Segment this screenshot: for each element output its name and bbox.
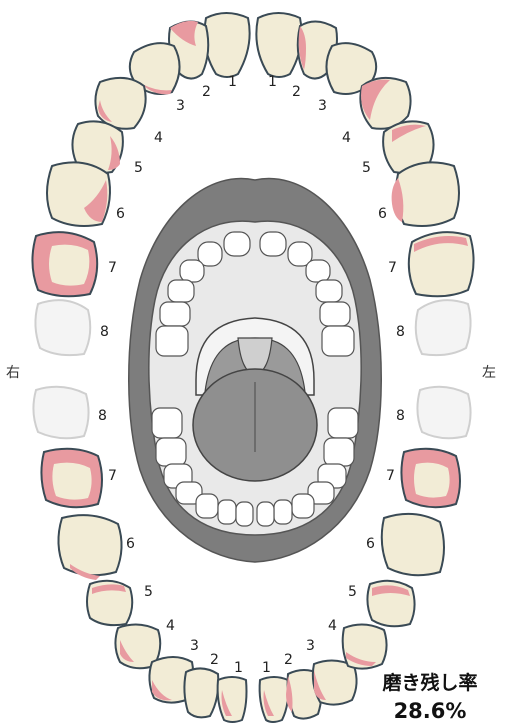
- label-lower-left-1: 1: [262, 660, 271, 676]
- tooth-lower-right-7: [41, 449, 102, 507]
- label-lower-right-5: 5: [144, 584, 153, 600]
- side-label-left: 左: [482, 365, 496, 381]
- tooth-lower-left-4: [343, 624, 387, 668]
- label-lower-right-1: 1: [234, 660, 243, 676]
- tooth-upper-right-7: [32, 232, 97, 296]
- tooth-upper-right-8: [35, 300, 90, 355]
- label-lower-right-4: 4: [166, 618, 175, 634]
- label-upper-left-5: 5: [362, 160, 371, 176]
- tooth-upper-left-7: [409, 232, 474, 296]
- label-upper-right-4: 4: [154, 130, 163, 146]
- label-upper-right-1: 1: [228, 74, 237, 90]
- tooth-lower-left-5: [367, 581, 414, 626]
- label-upper-left-7: 7: [388, 260, 397, 276]
- tooth-lower-left-6: [382, 514, 444, 575]
- label-lower-left-5: 5: [348, 584, 357, 600]
- label-lower-left-8: 8: [396, 408, 405, 424]
- tooth-lower-left-7: [401, 449, 460, 507]
- tooth-upper-left-8: [416, 300, 471, 355]
- label-lower-right-2: 2: [210, 652, 219, 668]
- residual-rate-value: 28.6%: [370, 699, 490, 723]
- tooth-upper-right-4: [95, 78, 145, 129]
- label-upper-right-5: 5: [134, 160, 143, 176]
- tooth-lower-right-5: [87, 581, 132, 625]
- label-upper-left-3: 3: [318, 98, 327, 114]
- label-lower-left-6: 6: [366, 536, 375, 552]
- label-lower-left-3: 3: [306, 638, 315, 654]
- label-upper-right-8: 8: [100, 324, 109, 340]
- label-upper-left-4: 4: [342, 130, 351, 146]
- mouth-illustration: [129, 178, 382, 562]
- label-upper-right-2: 2: [202, 84, 211, 100]
- tooth-lower-left-8: [417, 387, 470, 438]
- label-upper-right-3: 3: [176, 98, 185, 114]
- label-lower-left-2: 2: [284, 652, 293, 668]
- tooth-upper-right-1: [204, 13, 249, 77]
- side-label-right: 右: [6, 365, 20, 381]
- label-upper-right-6: 6: [116, 206, 125, 222]
- tooth-upper-left-1: [256, 13, 301, 77]
- tooth-lower-left-1: [260, 677, 289, 722]
- tooth-upper-left-6: [392, 162, 459, 226]
- tooth-lower-right-1: [218, 677, 247, 722]
- label-lower-left-7: 7: [386, 468, 395, 484]
- label-lower-right-6: 6: [126, 536, 135, 552]
- label-upper-left-1: 1: [268, 74, 277, 90]
- label-upper-right-7: 7: [108, 260, 117, 276]
- tooth-lower-right-8: [33, 387, 88, 438]
- label-upper-left-6: 6: [378, 206, 387, 222]
- label-lower-right-3: 3: [190, 638, 199, 654]
- label-lower-right-7: 7: [108, 468, 117, 484]
- tooth-lower-right-2: [184, 668, 218, 717]
- tooth-upper-right-6: [47, 162, 110, 226]
- label-lower-left-4: 4: [328, 618, 337, 634]
- residual-rate-label: 磨き残し率: [370, 668, 490, 695]
- tooth-upper-left-4: [360, 78, 410, 129]
- label-lower-right-8: 8: [98, 408, 107, 424]
- label-upper-left-2: 2: [292, 84, 301, 100]
- label-upper-left-8: 8: [396, 324, 405, 340]
- tooth-lower-right-6: [58, 515, 121, 580]
